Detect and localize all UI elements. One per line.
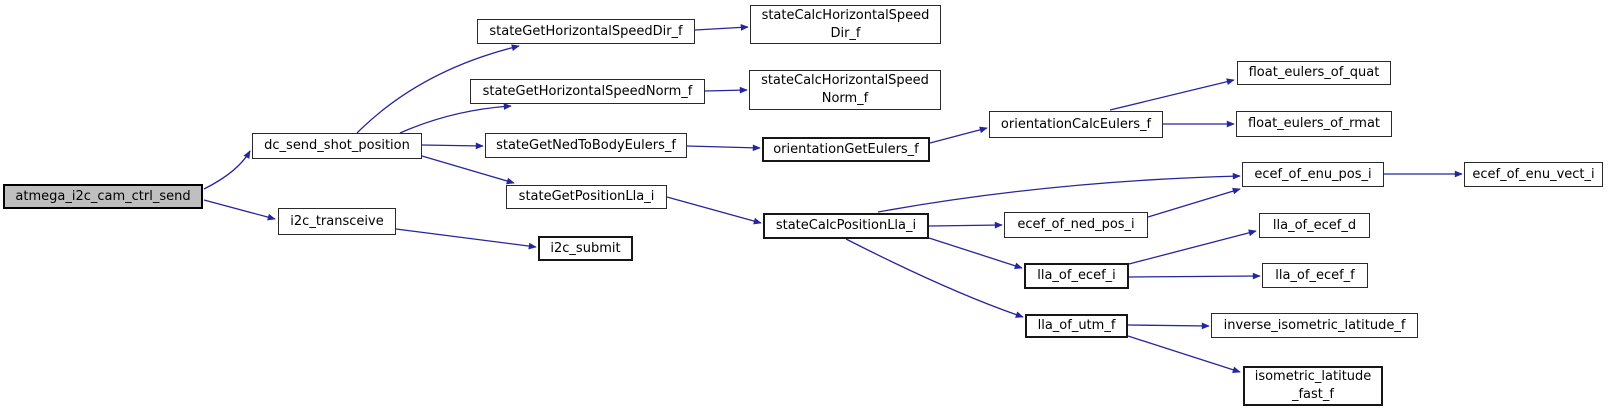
- edge-stateCalcPositionLla_i-to-ecef_of_enu_pos_i: [877, 172, 1241, 213]
- graph-node-float_eulers_of_quat[interactable]: float_eulers_of_quat: [1237, 61, 1391, 85]
- edge-orientationCalcEulers_f-to-float_eulers_of_quat: [1109, 78, 1235, 111]
- graph-node-ecef_of_enu_vect_i[interactable]: ecef_of_enu_vect_i: [1464, 162, 1603, 187]
- graph-node-orientationCalcEulers_f[interactable]: orientationCalcEulers_f: [989, 111, 1163, 138]
- edge-ecef_of_ned_pos_i-to-ecef_of_enu_pos_i: [1147, 187, 1241, 218]
- graph-node-i2c_transceive[interactable]: i2c_transceive: [278, 208, 396, 235]
- graph-node-atmega_i2c_cam_ctrl_send: atmega_i2c_cam_ctrl_send: [3, 184, 203, 209]
- edge-lla_of_ecef_i-to-lla_of_ecef_d: [1128, 229, 1257, 265]
- graph-node-isometric_latitude_fast_f[interactable]: isometric_latitude _fast_f: [1243, 366, 1383, 406]
- graph-node-stateGetNedToBodyEulers_f[interactable]: stateGetNedToBodyEulers_f: [485, 133, 687, 158]
- graph-node-stateCalcPositionLla_i[interactable]: stateCalcPositionLla_i: [763, 213, 929, 239]
- graph-node-stateGetHorizontalSpeedNorm_f[interactable]: stateGetHorizontalSpeedNorm_f: [470, 79, 705, 104]
- edge-atmega_i2c_cam_ctrl_send-to-dc_send_shot_position: [203, 150, 251, 190]
- graph-node-stateGetPositionLla_i[interactable]: stateGetPositionLla_i: [506, 185, 667, 209]
- edge-stateCalcPositionLla_i-to-lla_of_ecef_i: [928, 237, 1023, 269]
- edge-orientationGetEulers_f-to-orientationCalcEulers_f: [929, 126, 988, 144]
- graph-node-orientationGetEulers_f[interactable]: orientationGetEulers_f: [762, 137, 930, 162]
- graph-node-lla_of_ecef_d[interactable]: lla_of_ecef_d: [1259, 213, 1370, 238]
- edge-group: [203, 24, 1463, 373]
- edge-i2c_transceive-to-i2c_submit: [395, 228, 537, 250]
- edge-dc_send_shot_position-to-stateGetHorizontalSpeedNorm_f: [399, 103, 512, 134]
- graph-node-inverse_isometric_latitude_f[interactable]: inverse_isometric_latitude_f: [1211, 313, 1418, 338]
- edge-atmega_i2c_cam_ctrl_send-to-i2c_transceive: [203, 199, 276, 221]
- graph-node-ecef_of_ned_pos_i[interactable]: ecef_of_ned_pos_i: [1004, 212, 1148, 238]
- edge-stateCalcPositionLla_i-to-lla_of_utm_f: [845, 238, 1024, 318]
- graph-node-i2c_submit[interactable]: i2c_submit: [538, 236, 633, 261]
- graph-node-ecef_of_enu_pos_i[interactable]: ecef_of_enu_pos_i: [1242, 162, 1384, 187]
- graph-node-float_eulers_of_rmat[interactable]: float_eulers_of_rmat: [1236, 111, 1392, 137]
- graph-node-lla_of_ecef_i[interactable]: lla_of_ecef_i: [1024, 263, 1129, 289]
- edge-stateGetPositionLla_i-to-stateCalcPositionLla_i: [666, 196, 762, 225]
- edge-dc_send_shot_position-to-stateGetPositionLla_i: [421, 155, 515, 185]
- graph-node-lla_of_utm_f[interactable]: lla_of_utm_f: [1025, 314, 1128, 338]
- edge-stateCalcPositionLla_i-to-ecef_of_ned_pos_i: [928, 221, 1003, 229]
- edge-lla_of_utm_f-to-inverse_isometric_latitude_f: [1127, 322, 1210, 330]
- graph-node-stateGetHorizontalSpeedDir_f[interactable]: stateGetHorizontalSpeedDir_f: [477, 19, 695, 44]
- edge-stateGetNedToBodyEulers_f-to-orientationGetEulers_f: [686, 144, 761, 152]
- edge-dc_send_shot_position-to-stateGetNedToBodyEulers_f: [421, 142, 484, 150]
- graph-node-lla_of_ecef_f[interactable]: lla_of_ecef_f: [1262, 263, 1368, 288]
- graph-node-stateCalcHorizontalSpeedNorm_f[interactable]: stateCalcHorizontalSpeed Norm_f: [749, 70, 941, 110]
- edge-lla_of_utm_f-to-isometric_latitude_fast_f: [1127, 335, 1241, 373]
- edge-dc_send_shot_position-to-stateGetHorizontalSpeedDir_f: [356, 44, 520, 134]
- graph-node-dc_send_shot_position[interactable]: dc_send_shot_position: [252, 133, 422, 159]
- graph-node-stateCalcHorizontalSpeedDir_f[interactable]: stateCalcHorizontalSpeed Dir_f: [750, 5, 941, 44]
- edge-stateGetHorizontalSpeedDir_f-to-stateCalcHorizontalSpeedDir_f: [694, 24, 749, 31]
- edge-lla_of_ecef_i-to-lla_of_ecef_f: [1128, 272, 1261, 280]
- edge-stateGetHorizontalSpeedNorm_f-to-stateCalcHorizontalSpeedNorm_f: [704, 86, 748, 94]
